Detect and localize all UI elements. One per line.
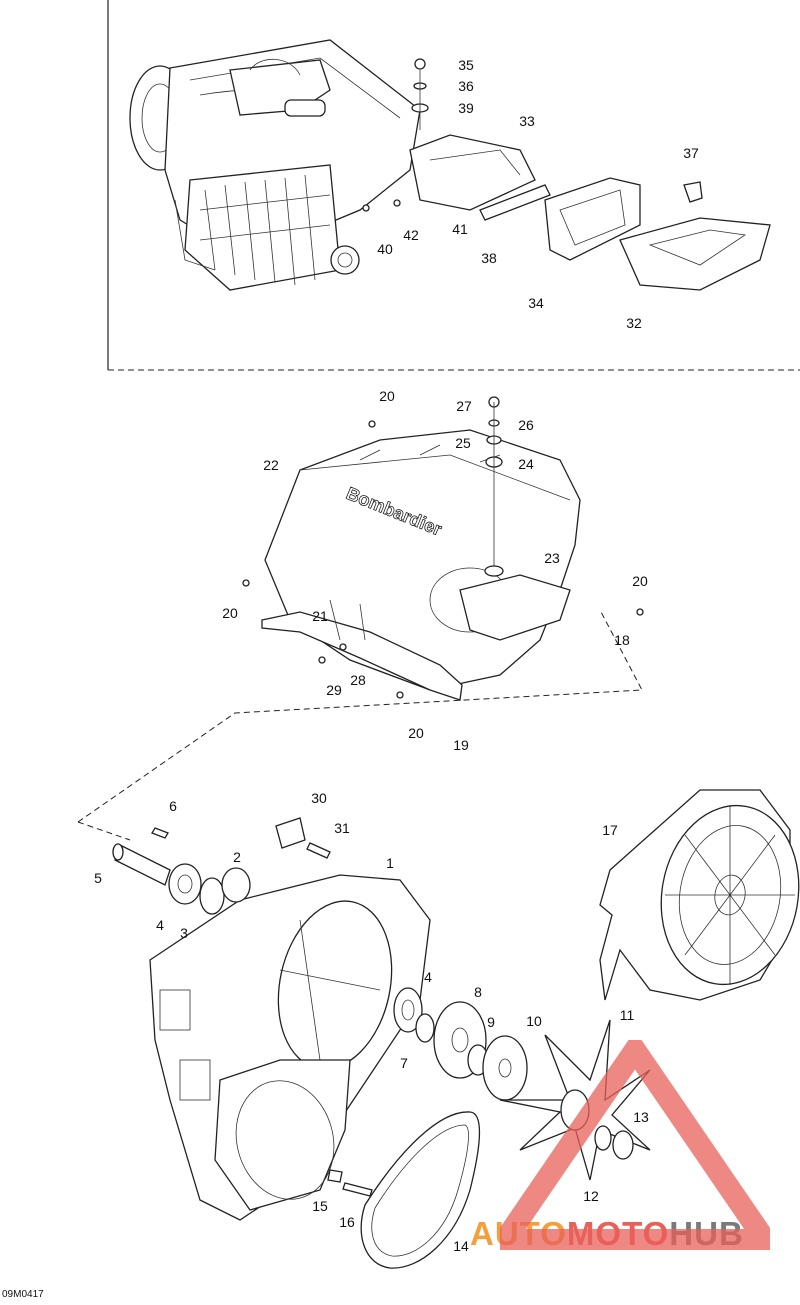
callout-42: 42	[403, 227, 419, 243]
callout-24: 24	[518, 456, 534, 472]
reference-code: 09M0417	[2, 1289, 44, 1300]
callout-20: 20	[379, 388, 395, 404]
mid-section-outline	[77, 609, 643, 841]
callout-10: 10	[526, 1013, 542, 1029]
callout-36: 36	[458, 78, 474, 94]
callout-9: 9	[487, 1014, 495, 1030]
shaft-assembly	[112, 817, 331, 915]
callout-39: 39	[458, 100, 474, 116]
callout-33: 33	[519, 113, 535, 129]
fan-housing-illustration	[149, 874, 431, 1221]
callout-28: 28	[350, 672, 366, 688]
engine-section-frame	[107, 0, 800, 371]
callout-18: 18	[614, 632, 630, 648]
engine-illustration	[129, 39, 421, 291]
callout-38: 38	[481, 250, 497, 266]
callout-27: 27	[456, 398, 472, 414]
callout-32: 32	[626, 315, 642, 331]
callout-30: 30	[311, 790, 327, 806]
callout-11: 11	[620, 1007, 635, 1023]
callout-37: 37	[683, 145, 699, 161]
air-intake-parts	[362, 58, 771, 291]
callout-25: 25	[455, 435, 471, 451]
callout-4: 4	[424, 969, 432, 985]
pulley-fan-assembly	[327, 987, 651, 1197]
callout-3: 3	[180, 925, 188, 941]
callout-17: 17	[602, 822, 618, 838]
callout-20: 20	[632, 573, 648, 589]
callout-19: 19	[453, 737, 469, 753]
callout-20: 20	[408, 725, 424, 741]
callout-31: 31	[334, 820, 350, 836]
callout-15: 15	[312, 1198, 328, 1214]
callout-22: 22	[263, 457, 279, 473]
callout-5: 5	[94, 870, 102, 886]
callout-26: 26	[518, 417, 534, 433]
callout-20: 20	[222, 605, 238, 621]
callout-29: 29	[326, 682, 342, 698]
callout-21: 21	[312, 608, 328, 624]
callout-2: 2	[233, 849, 241, 865]
callout-16: 16	[339, 1214, 355, 1230]
callout-12: 12	[583, 1188, 599, 1204]
callout-7: 7	[400, 1055, 408, 1071]
callout-1: 1	[386, 855, 394, 871]
callout-4: 4	[156, 917, 164, 933]
callout-13: 13	[633, 1109, 649, 1125]
callout-35: 35	[458, 57, 474, 73]
callout-8: 8	[474, 984, 482, 1000]
callout-34: 34	[528, 295, 544, 311]
watermark-triangle-icon	[500, 1040, 770, 1250]
callout-40: 40	[377, 241, 393, 257]
callout-14: 14	[453, 1238, 469, 1254]
callout-23: 23	[544, 550, 560, 566]
callout-41: 41	[452, 221, 468, 237]
callout-6: 6	[169, 798, 177, 814]
drive-belt	[360, 1111, 481, 1269]
fan-shroud	[599, 789, 800, 1001]
engine-cover-illustration: Bombardier	[242, 396, 644, 701]
